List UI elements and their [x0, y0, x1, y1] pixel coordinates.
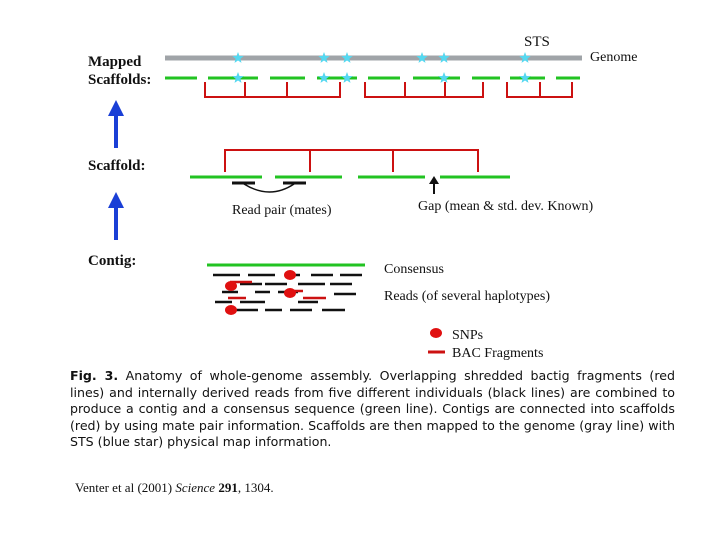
- figure-label: Fig. 3.: [70, 368, 119, 383]
- legend-snps: SNPs: [452, 328, 483, 343]
- sts-star: [318, 72, 330, 83]
- citation-authors: Venter et al (2001): [75, 480, 176, 495]
- figure-caption-text: Anatomy of whole-genome assembly. Overla…: [70, 368, 675, 449]
- label-reads: Reads (of several haplotypes): [384, 289, 550, 304]
- figure-caption: Fig. 3. Anatomy of whole-genome assembly…: [70, 368, 675, 451]
- sts-star: [318, 52, 330, 63]
- scaffold-bracket: [224, 149, 479, 172]
- scaffold-structure: [224, 149, 479, 172]
- citation: Venter et al (2001) Science 291, 1304.: [75, 480, 274, 496]
- label-mapped: Mapped: [88, 54, 142, 70]
- sts-star: [232, 72, 244, 83]
- label-sts: STS: [524, 34, 550, 50]
- label-mapped-scaffolds: Scaffolds:: [88, 72, 151, 88]
- snp-dot: [225, 305, 237, 315]
- label-scaffold: Scaffold:: [88, 158, 146, 174]
- label-consensus: Consensus: [384, 262, 444, 277]
- legend-bac-fragments: BAC Fragments: [452, 346, 543, 361]
- citation-pages: , 1304.: [237, 480, 274, 495]
- snp-dot: [284, 270, 296, 280]
- mapped-scaffolds: [204, 82, 573, 98]
- mate-link: [243, 183, 295, 193]
- snp-dot: [225, 281, 237, 291]
- legend: SNPs BAC Fragments: [428, 328, 543, 361]
- citation-journal: Science: [175, 480, 216, 495]
- sts-star: [341, 72, 353, 83]
- read-pair: [232, 181, 306, 193]
- sts-markers: [232, 52, 531, 83]
- snps: [225, 270, 296, 315]
- sts-star: [519, 72, 531, 83]
- gap-arrow-icon: [429, 176, 439, 184]
- reads: [213, 273, 362, 312]
- label-genome: Genome: [590, 50, 637, 65]
- scaffold-bracket: [364, 82, 484, 98]
- sts-star: [519, 52, 531, 63]
- snp-dot: [284, 288, 296, 298]
- snp-legend-icon: [430, 328, 442, 338]
- label-gap: Gap (mean & std. dev. Known): [418, 199, 594, 214]
- sts-star: [416, 52, 428, 63]
- scaffold-bracket: [204, 82, 341, 98]
- citation-volume: 291: [218, 480, 238, 495]
- sts-star: [232, 52, 244, 63]
- sts-star: [341, 52, 353, 63]
- label-read-pair: Read pair (mates): [232, 203, 332, 218]
- label-contig: Contig:: [88, 253, 136, 269]
- sts-star: [438, 52, 450, 63]
- sts-star: [438, 72, 450, 83]
